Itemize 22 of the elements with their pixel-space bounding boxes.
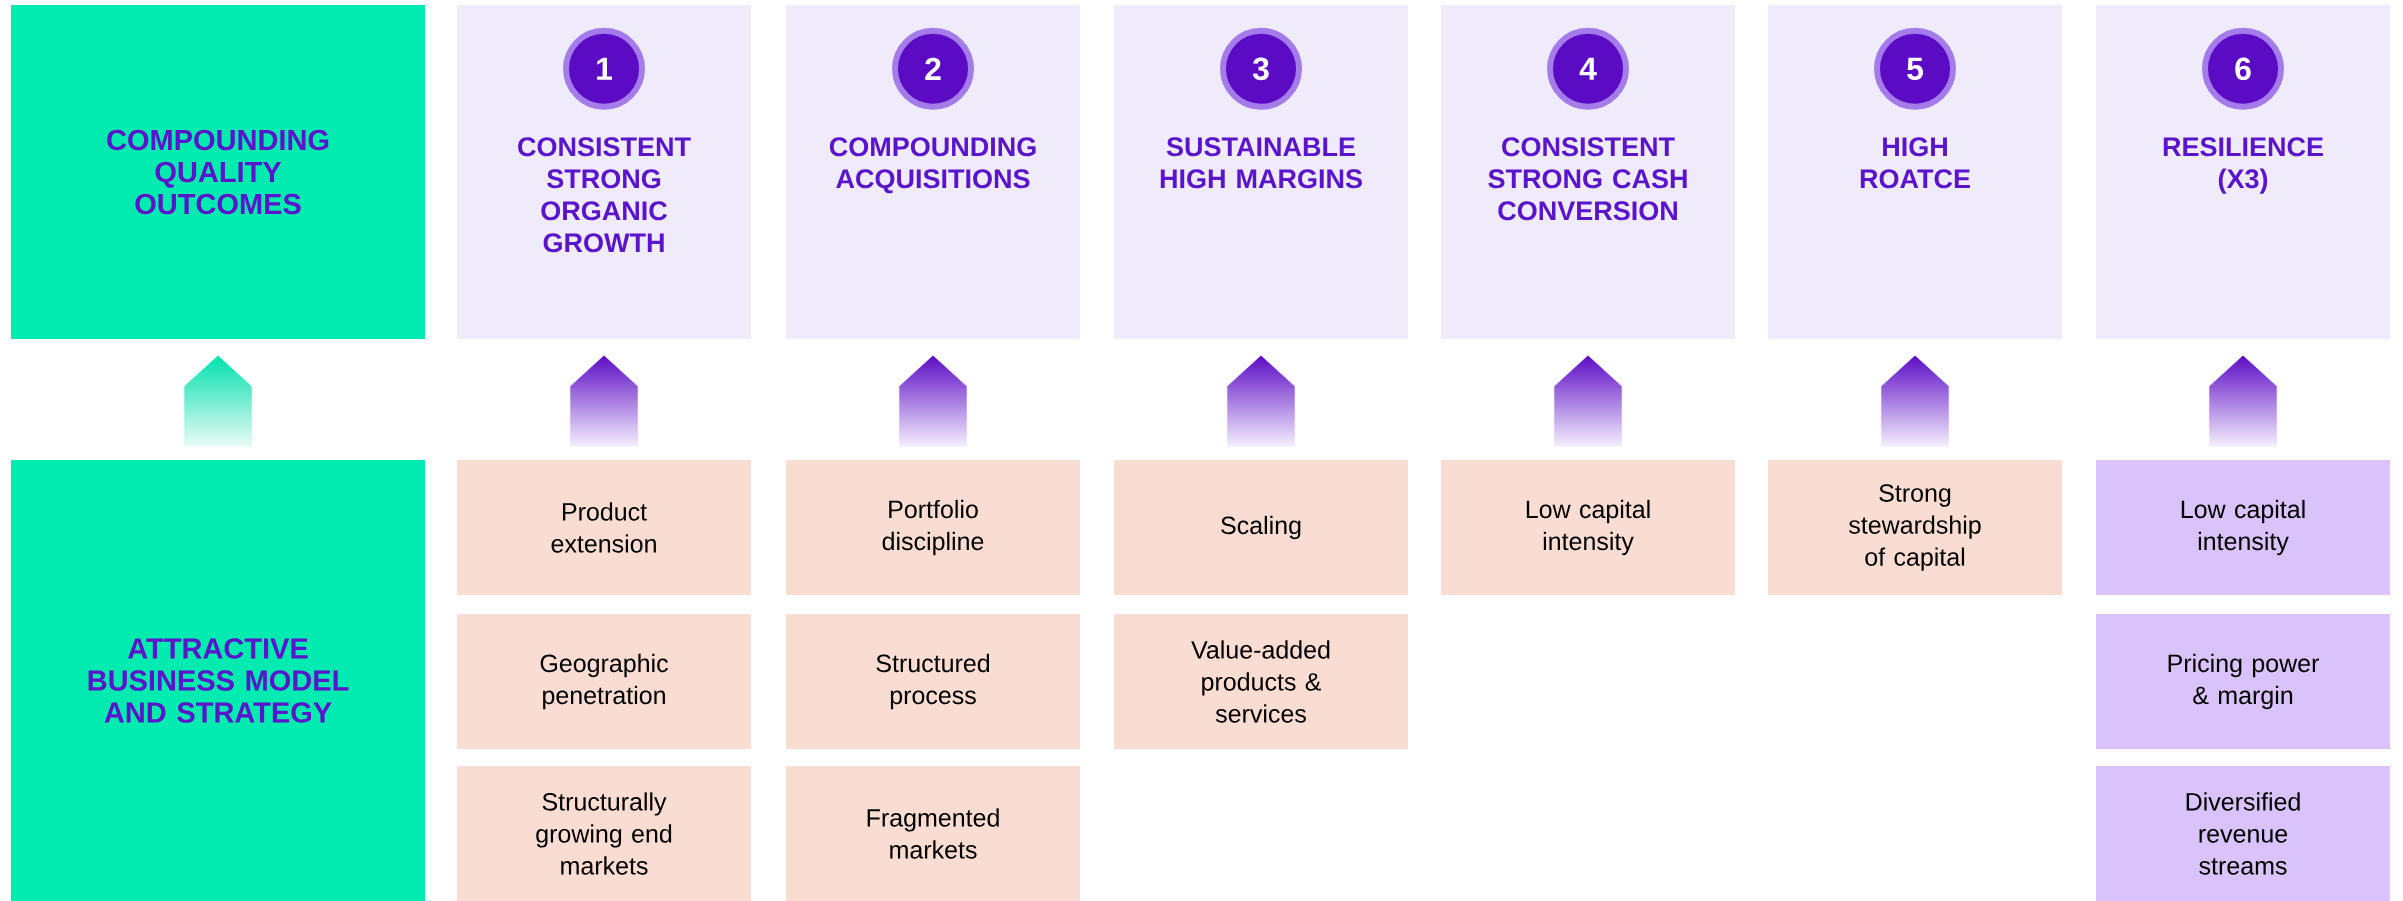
factor-box: Value-added products & services: [1114, 614, 1408, 749]
factor-box: Geographic penetration: [457, 614, 751, 749]
arrow: [183, 354, 253, 448]
factor-box: Strong stewardship of capital: [1768, 460, 2062, 595]
factor-box: Structured process: [786, 614, 1080, 749]
factor-box: Structurally growing end markets: [457, 766, 751, 901]
arrow: [2208, 354, 2278, 448]
factor-box: Product extension: [457, 460, 751, 595]
arrow: [1880, 354, 1950, 448]
factor-box: Portfolio discipline: [786, 460, 1080, 595]
factor-box: Scaling: [1114, 460, 1408, 595]
arrow: [1226, 354, 1296, 448]
arrow: [1553, 354, 1623, 448]
factor-box: Pricing power & margin: [2096, 614, 2390, 749]
outcome-box: COMPOUNDING QUALITY OUTCOMES: [11, 5, 425, 339]
arrow: [898, 354, 968, 448]
factor-box: Fragmented markets: [786, 766, 1080, 901]
factor-box: Low capital intensity: [1441, 460, 1735, 595]
factor-box: Low capital intensity: [2096, 460, 2390, 595]
factor-box: Diversified revenue streams: [2096, 766, 2390, 901]
outcome-box: ATTRACTIVE BUSINESS MODEL AND STRATEGY: [11, 460, 425, 901]
arrow: [569, 354, 639, 448]
